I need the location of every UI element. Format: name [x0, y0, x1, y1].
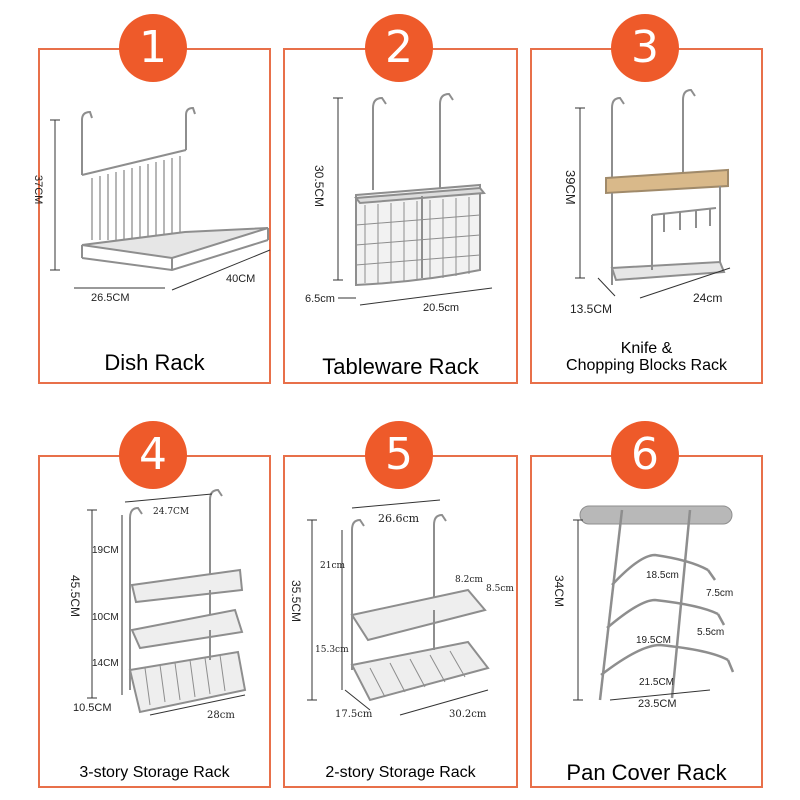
product-title-line: Chopping Blocks Rack: [566, 357, 727, 374]
product-title: Dish Rack: [104, 350, 205, 375]
dimension-label: 8.2cm: [455, 575, 483, 585]
product-title: 3-story Storage Rack: [79, 764, 230, 781]
dimension-label: 7.5cm: [706, 588, 734, 599]
product-number-badge: 5: [365, 421, 433, 489]
dimension-label: 18.5cm: [646, 570, 679, 581]
product-title: Pan Cover Rack: [566, 760, 727, 785]
dimension-label: 26.6cm: [378, 512, 420, 525]
dimension-label: 28cm: [207, 710, 235, 721]
dimension-label: 34CM: [552, 575, 566, 608]
dimension-label: 23.5CM: [638, 698, 677, 710]
dimension-label: 17.5cm: [335, 709, 373, 720]
dimension-label: 13.5CM: [570, 302, 613, 316]
dimension-label: 19CM: [92, 545, 119, 556]
dimension-label: 14CM: [92, 658, 119, 669]
dimension-label: 21.5CM: [639, 677, 675, 688]
dimension-label: 24.7CM: [153, 507, 190, 517]
product-card-dish-rack: [38, 48, 271, 384]
dimension-label: 19.5CM: [636, 635, 672, 646]
product-title: Tableware Rack: [322, 354, 479, 379]
product-title-line: Knife &: [620, 340, 673, 357]
dimension-label: 24cm: [693, 291, 723, 305]
dimension-label: 5.5cm: [697, 627, 725, 638]
product-number-badge: 3: [611, 14, 679, 82]
dimension-label: 10CM: [92, 612, 119, 623]
dimension-label: 21cm: [320, 561, 346, 571]
dimension-label: 8.5cm: [486, 584, 514, 594]
dimension-label: 40CM: [226, 273, 256, 285]
product-number-badge: 6: [611, 421, 679, 489]
product-card-knife-rack: [530, 48, 763, 384]
dimension-label: 6.5cm: [305, 293, 335, 305]
product-number-badge: 4: [119, 421, 187, 489]
product-number-badge: 2: [365, 14, 433, 82]
dimension-label: 30.2cm: [449, 709, 487, 720]
product-title: 2-story Storage Rack: [325, 764, 476, 781]
dimension-label: 26.5CM: [91, 292, 130, 304]
dimension-label: 10.5CM: [73, 702, 112, 714]
product-number-badge: 1: [119, 14, 187, 82]
dimension-label: 20.5cm: [423, 302, 460, 314]
dimension-label: 15.3cm: [315, 645, 349, 655]
